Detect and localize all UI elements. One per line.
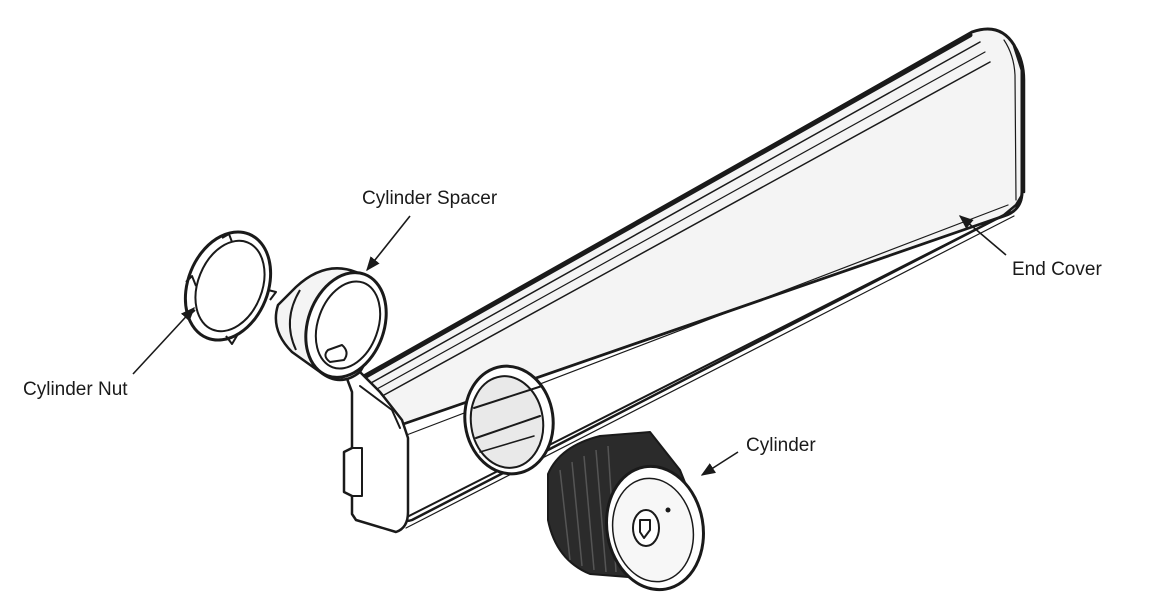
label-cylinder: Cylinder <box>746 435 816 456</box>
arrow-end-cover <box>958 215 1007 256</box>
cylinder-nut-part <box>183 230 277 345</box>
arrow-cylinder-spacer <box>366 215 411 272</box>
cylinder-spacer-part <box>274 267 388 382</box>
label-cylinder-spacer: Cylinder Spacer <box>362 188 498 209</box>
arrow-cylinder-nut <box>132 306 195 375</box>
end-cover-part <box>342 27 1026 534</box>
arrow-cylinder <box>700 451 739 476</box>
cylinder-part <box>547 431 705 592</box>
callout-arrows <box>132 215 1007 476</box>
label-end-cover: End Cover <box>1012 259 1102 280</box>
label-cylinder-nut: Cylinder Nut <box>23 379 128 400</box>
